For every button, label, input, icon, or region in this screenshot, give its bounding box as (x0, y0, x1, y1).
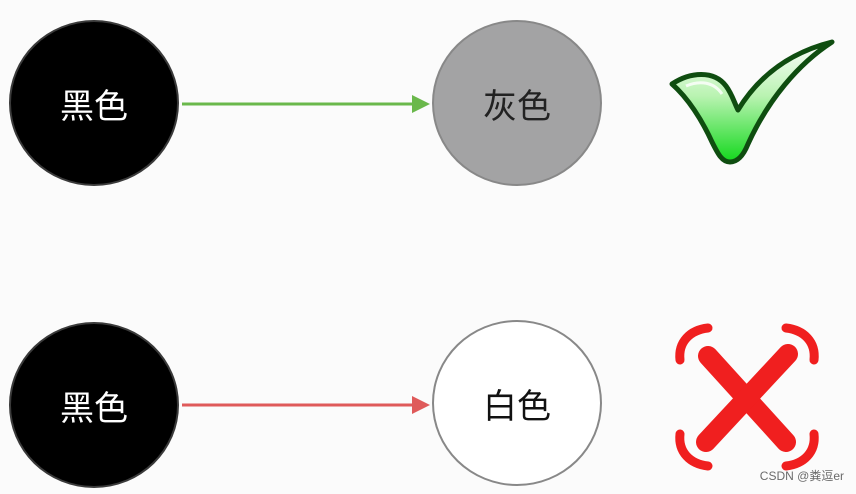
node-black-bottom-label: 黑色 (60, 388, 128, 429)
node-black-bottom: 黑色 (9, 322, 179, 488)
node-gray: 灰色 (432, 20, 602, 186)
node-black-top-label: 黑色 (60, 86, 128, 127)
node-black-top: 黑色 (9, 20, 179, 186)
node-white: 白色 (432, 320, 602, 486)
cross-icon (675, 323, 819, 471)
node-white-label: 白色 (483, 386, 551, 427)
node-gray-label: 灰色 (483, 86, 551, 127)
watermark: CSDN @粪逗er (759, 469, 844, 483)
check-icon (669, 39, 835, 165)
arrow-top (182, 95, 430, 113)
arrow-bottom (182, 396, 430, 414)
